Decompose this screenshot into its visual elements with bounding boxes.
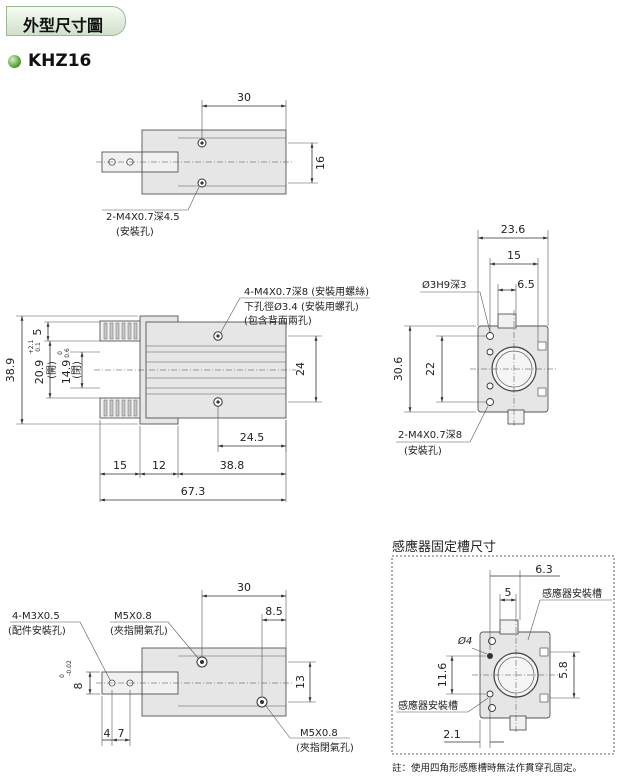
sensor-slot-icon: [487, 653, 493, 659]
tol-8-lower: -0.02: [66, 660, 73, 676]
sensor-jaw-top: [499, 619, 519, 635]
port2-sub: (夾指閉氣孔): [296, 741, 354, 754]
dim-24-5: 24.5: [240, 431, 265, 444]
dim-22: 22: [424, 362, 437, 376]
sensor-slot-view: 感應器固定槽尺寸 6.3 5 感應器安裝槽 Ø4: [391, 539, 615, 774]
port1-sub: (夾指開氣孔): [110, 624, 168, 637]
tol-14-9-lower: 0.6: [64, 348, 71, 358]
end-view: 23.6 15 6.5 Ø3H9深3 30.6 22 2-M4X0.7深8 (安…: [392, 223, 556, 457]
dim-6-3: 6.3: [535, 563, 553, 576]
dim-14-9: 14.9: [60, 360, 73, 385]
dim-30: 30: [237, 91, 251, 104]
bullet-icon: [8, 55, 21, 68]
dim-12: 12: [152, 459, 166, 472]
bottom-view: 30 8.5 13 4-M3X0.5 (配件安裝孔) M5X0.8 (夾指開氣孔…: [8, 581, 354, 754]
tol-20-9-upper: +2.1: [28, 340, 35, 355]
tap-sub-label: (安裝孔): [116, 225, 154, 238]
tap-label-end: 2-M4X0.7深8: [398, 429, 462, 441]
model-title: KHZ16: [28, 51, 92, 71]
port1-label: M5X0.8: [114, 611, 152, 622]
sensor-view-title: 感應器固定槽尺寸: [392, 539, 496, 555]
top-view: 30 16 2-M4X0.7深4.5 (安裝孔): [96, 91, 327, 238]
dim-30-bottom: 30: [237, 581, 251, 594]
dim-11-6: 11.6: [436, 663, 449, 688]
dim-5: 5: [31, 329, 44, 336]
tap-label-bottom: 4-M3X0.5: [12, 611, 60, 622]
open-label: (開): [46, 361, 58, 379]
tap-label: 4-M4X0.7深8 (安裝用螺絲): [244, 285, 369, 298]
dim-16: 16: [314, 156, 327, 170]
dim-38-9: 38.9: [4, 358, 17, 383]
end-jaw-bottom: [507, 409, 525, 425]
dim-15-end: 15: [507, 249, 521, 262]
dim-67-3: 67.3: [181, 485, 206, 498]
dim-4: 4: [104, 727, 111, 740]
end-jaw-top: [497, 313, 517, 329]
sensor-jaw-bottom: [509, 715, 527, 731]
dim-24: 24: [294, 362, 307, 376]
hole-label: 下孔徑Ø3.4 (安裝用螺孔): [244, 300, 359, 313]
tap-sub-end: (安裝孔): [404, 444, 442, 457]
dim-phi4: Ø4: [457, 635, 472, 647]
dim-20-9: 20.9: [33, 360, 46, 385]
slot-label-2: 感應器安裝槽: [398, 699, 458, 712]
dim-38-8: 38.8: [220, 459, 245, 472]
tap-label: 2-M4X0.7深4.5: [106, 211, 180, 223]
tap-sub-bottom: (配件安裝孔): [8, 624, 66, 637]
hole-sub-label: (包含背面兩孔): [244, 314, 312, 327]
section-header-tab: 外型尺寸圖: [6, 6, 126, 36]
close-label: (閉): [71, 361, 83, 379]
sensor-view-frame: [391, 555, 615, 755]
tol-14-9-upper: 0: [57, 351, 64, 355]
tol-20-9-lower: 0.1: [35, 342, 42, 352]
dim-8-5: 8.5: [265, 605, 283, 618]
dim-5-sensor: 5: [505, 586, 512, 599]
dim-2-1: 2.1: [443, 728, 461, 741]
dim-13: 13: [294, 675, 307, 689]
front-view: 4-M4X0.7深8 (安裝用螺絲) 下孔徑Ø3.4 (安裝用螺孔) (包含背面…: [4, 285, 370, 502]
hole-label-end: Ø3H9深3: [422, 279, 466, 291]
port2-label: M5X0.8: [300, 728, 338, 739]
dim-15: 15: [113, 459, 127, 472]
dim-6-5: 6.5: [517, 278, 535, 291]
sensor-note: 註：使用四角形感應槽時無法作貫穿孔固定。: [392, 762, 582, 774]
section-title: 外型尺寸圖: [23, 16, 104, 35]
tol-8-upper: 0: [59, 674, 66, 678]
dim-23-6: 23.6: [501, 223, 526, 236]
dim-5-8: 5.8: [557, 661, 570, 679]
dim-7: 7: [118, 727, 125, 740]
dim-30-6: 30.6: [392, 357, 405, 382]
slot-label-1: 感應器安裝槽: [542, 587, 602, 600]
dim-8: 8: [72, 683, 85, 690]
